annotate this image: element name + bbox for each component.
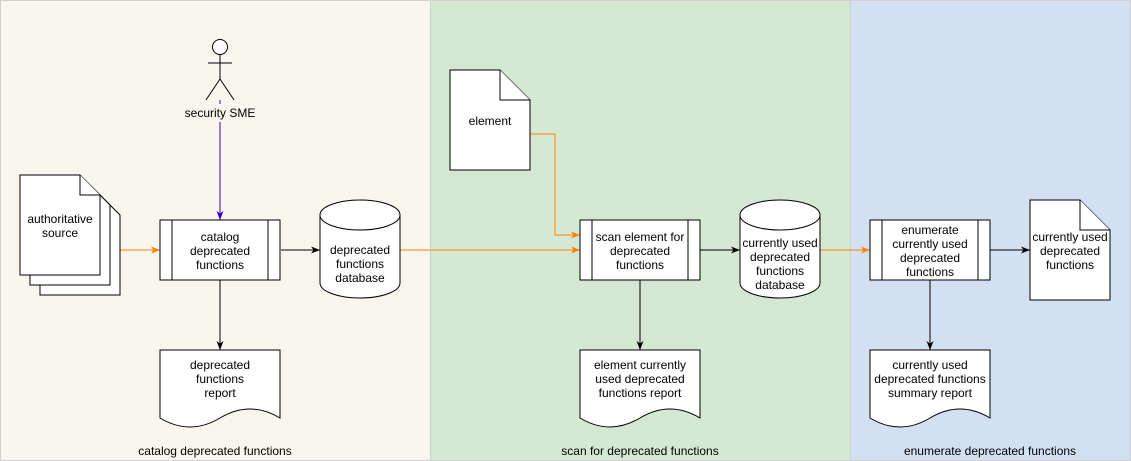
label-line: used deprecated — [595, 372, 684, 386]
label-line: currently used — [742, 236, 817, 250]
label-line: source — [42, 226, 78, 240]
lane-scan-title: scan for deprecated functions — [561, 444, 718, 458]
label-line: scan element for — [596, 230, 685, 244]
lane-enumerate-title: enumerate deprecated functions — [904, 444, 1076, 458]
label-line: deprecated — [330, 243, 390, 257]
node-element-doc: element — [449, 69, 531, 171]
label-line: database — [755, 278, 805, 292]
label-line: functions — [196, 258, 244, 272]
label-line: functions — [756, 264, 804, 278]
label-line: database — [335, 271, 385, 285]
label-line: element — [469, 114, 512, 128]
label-line: currently used — [892, 237, 967, 251]
label-line: deprecated — [190, 358, 250, 372]
label-line: deprecated functions — [874, 372, 985, 386]
label-line: enumerate — [901, 223, 959, 237]
label-line: deprecated — [610, 244, 670, 258]
label-line: functions — [336, 257, 384, 271]
label-line: functions — [616, 258, 664, 272]
label-line: deprecated — [1040, 244, 1100, 258]
label-line: summary report — [888, 386, 973, 400]
label-line: element currently — [594, 358, 686, 372]
element-doc-label: element — [469, 114, 512, 128]
actor-label: security SME — [185, 106, 256, 120]
label-line: functions — [1046, 258, 1094, 272]
label-line: deprecated — [900, 251, 960, 265]
stick-figure-icon — [205, 39, 235, 101]
lane-catalog-title: catalog deprecated functions — [138, 444, 291, 458]
label-line: authoritative — [27, 212, 93, 226]
actor-security-sme: security SME — [180, 39, 260, 122]
label-line: deprecated — [190, 244, 250, 258]
label-line: catalog — [201, 230, 240, 244]
edge-element-to-scan — [530, 133, 580, 239]
label-line: report — [204, 386, 236, 400]
label-line: currently used — [1032, 230, 1107, 244]
label-line: functions — [906, 265, 954, 279]
label-line: functions report — [599, 386, 682, 400]
label-line: deprecated — [750, 250, 810, 264]
label-line: currently used — [892, 358, 967, 372]
label-line: functions — [196, 372, 244, 386]
